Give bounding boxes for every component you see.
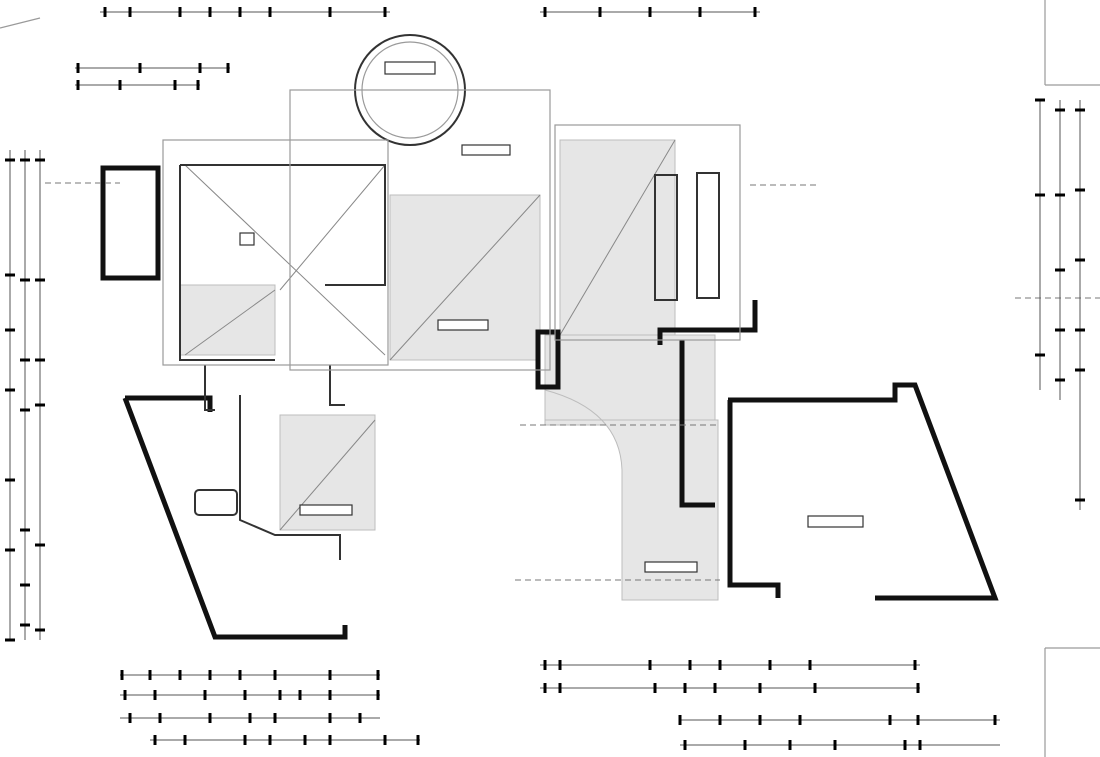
room-labels	[239, 144, 864, 573]
diagonal-hatching	[184, 139, 676, 531]
room-label-living	[437, 319, 489, 331]
room-label-garage	[807, 515, 864, 528]
kitchen-bench	[696, 172, 720, 299]
walls	[100, 164, 999, 640]
room-label-walkway	[644, 561, 698, 573]
ensuite-block-wall	[100, 165, 161, 281]
bathtub	[194, 489, 238, 516]
dimension-lines	[5, 7, 1085, 750]
room-label-bedroom	[299, 504, 353, 516]
kitchen-island	[654, 174, 678, 301]
entry-floor	[179, 284, 276, 356]
garage-wall	[728, 382, 999, 601]
fireplace-wall	[535, 329, 561, 390]
bedroom-wing-wall	[125, 395, 213, 412]
circular-room-label-box	[384, 61, 436, 75]
room-label-deck	[461, 144, 511, 156]
curved-walkway-floor	[544, 389, 719, 601]
corridor-wall	[679, 340, 715, 508]
main-room-wall	[180, 164, 386, 286]
room-label-office	[239, 232, 255, 246]
